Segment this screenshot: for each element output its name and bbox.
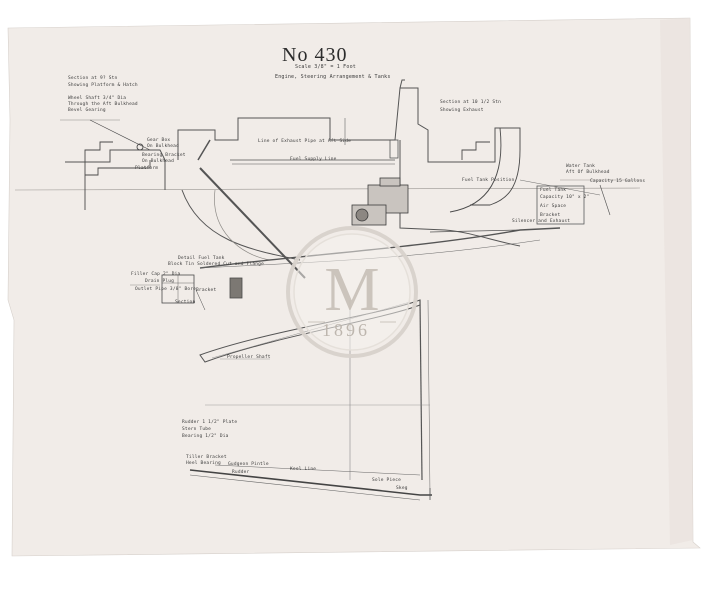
label-rudder: Rudder 1 1/2" Plate [182,420,238,425]
label-note-left-3: Bevel Gearing [68,108,106,113]
label-heel-5: Skeg [396,486,408,491]
paper-fold-shade [660,18,693,545]
watermark-seal: M [286,226,418,358]
rudder-stock [419,299,423,481]
label-heel-1: Heel Bearing [186,461,221,466]
right-section-drawing [449,127,611,216]
label-box-2: Capacity 10" x 2" [540,195,590,200]
label-pipe-line-2: Fuel Supply Line [290,157,337,162]
label-box-1: Fuel Tank [540,188,567,193]
label-water-tank: Water Tank [566,164,596,169]
label-right-note: Fuel Tank Position [462,178,515,183]
label-gearbox-3: Bearing Bracket [142,153,186,158]
label-bottom-note-2: Bearing 1/2" Dia [182,434,229,439]
label-section-right-sub: Showing Exhaust [440,108,484,113]
label-box-4: Bracket [540,213,561,218]
rudder-stock-2 [427,299,431,496]
watermark-year: 1896 [322,320,370,340]
hull-profile [65,79,521,261]
keel-bottom [189,469,432,496]
label-section-left: Section at 9? Stn [68,76,118,81]
label-detail-5: Section [175,300,196,305]
label-platform: Platform [135,166,159,171]
label-heel-3: Keel Line [290,467,317,472]
steering-rod-guide [197,139,211,161]
propeller-arc [214,189,271,261]
tank-box-right [536,185,585,225]
label-detail-2: Drain Plug [145,279,175,284]
drawing-number: No 430 [282,44,348,66]
label-heel-2: Gudgeon Pintle [228,462,269,467]
waterline [14,187,641,191]
label-pipe-line-1: Line of Exhaust Pipe at Aft Side [258,139,352,144]
label-detail-3: Outlet Pipe 3/8" Bore [135,287,197,292]
drawing-subtitle: Engine, Steering Arrangement & Tanks [275,74,391,80]
label-fuel-tank-sub: Block Tin Soldered Cut and Flange [168,262,265,267]
label-rudder-sub: Stern Tube [182,427,212,432]
steering-rod [199,167,306,279]
label-box-3: Air Space [540,204,567,209]
label-note-left-1: Wheel Shaft 3/4" Dia [68,96,127,101]
label-section-left-sub: Showing Platform & Hatch [68,83,138,88]
drawing-scale: Scale 3/8" = 1 Foot [295,64,356,70]
label-detail-4: Bracket [196,288,217,293]
label-gearbox-1: Gear Box [147,138,171,143]
engine [351,177,409,226]
label-tank-note: Capacity 15 Gallons [590,179,646,184]
label-silencer: Silencer and Exhaust [512,219,571,224]
label-heel-4: Sole Piece [372,478,402,483]
keel-bottom-inner [189,474,421,501]
label-rudder-lbl: Rudder [232,470,250,475]
label-water-tank-sub: Aft Of Bulkhead [566,170,610,175]
fuel-tank-detail [130,274,243,311]
label-fuel-tank: Detail Fuel Tank [178,256,225,261]
label-bottom-note-1: Tiller Bracket [186,455,227,460]
left-section-drawing [60,119,151,210]
label-gearbox-2: On Bulkhead [147,144,180,149]
label-detail-1: Filler Cap 2" Dia [131,272,181,277]
label-section-right: Section at 10 1/2 Stn [440,100,502,105]
label-note-left-2: Through the Aft Bulkhead [68,102,138,107]
watermark-monogram: M [324,256,379,324]
label-gearbox-4: On Bulkhead [142,159,175,164]
keel-top-line [214,464,421,476]
silencer-can [389,139,399,159]
label-prop-note: Propeller Shaft [227,355,271,360]
